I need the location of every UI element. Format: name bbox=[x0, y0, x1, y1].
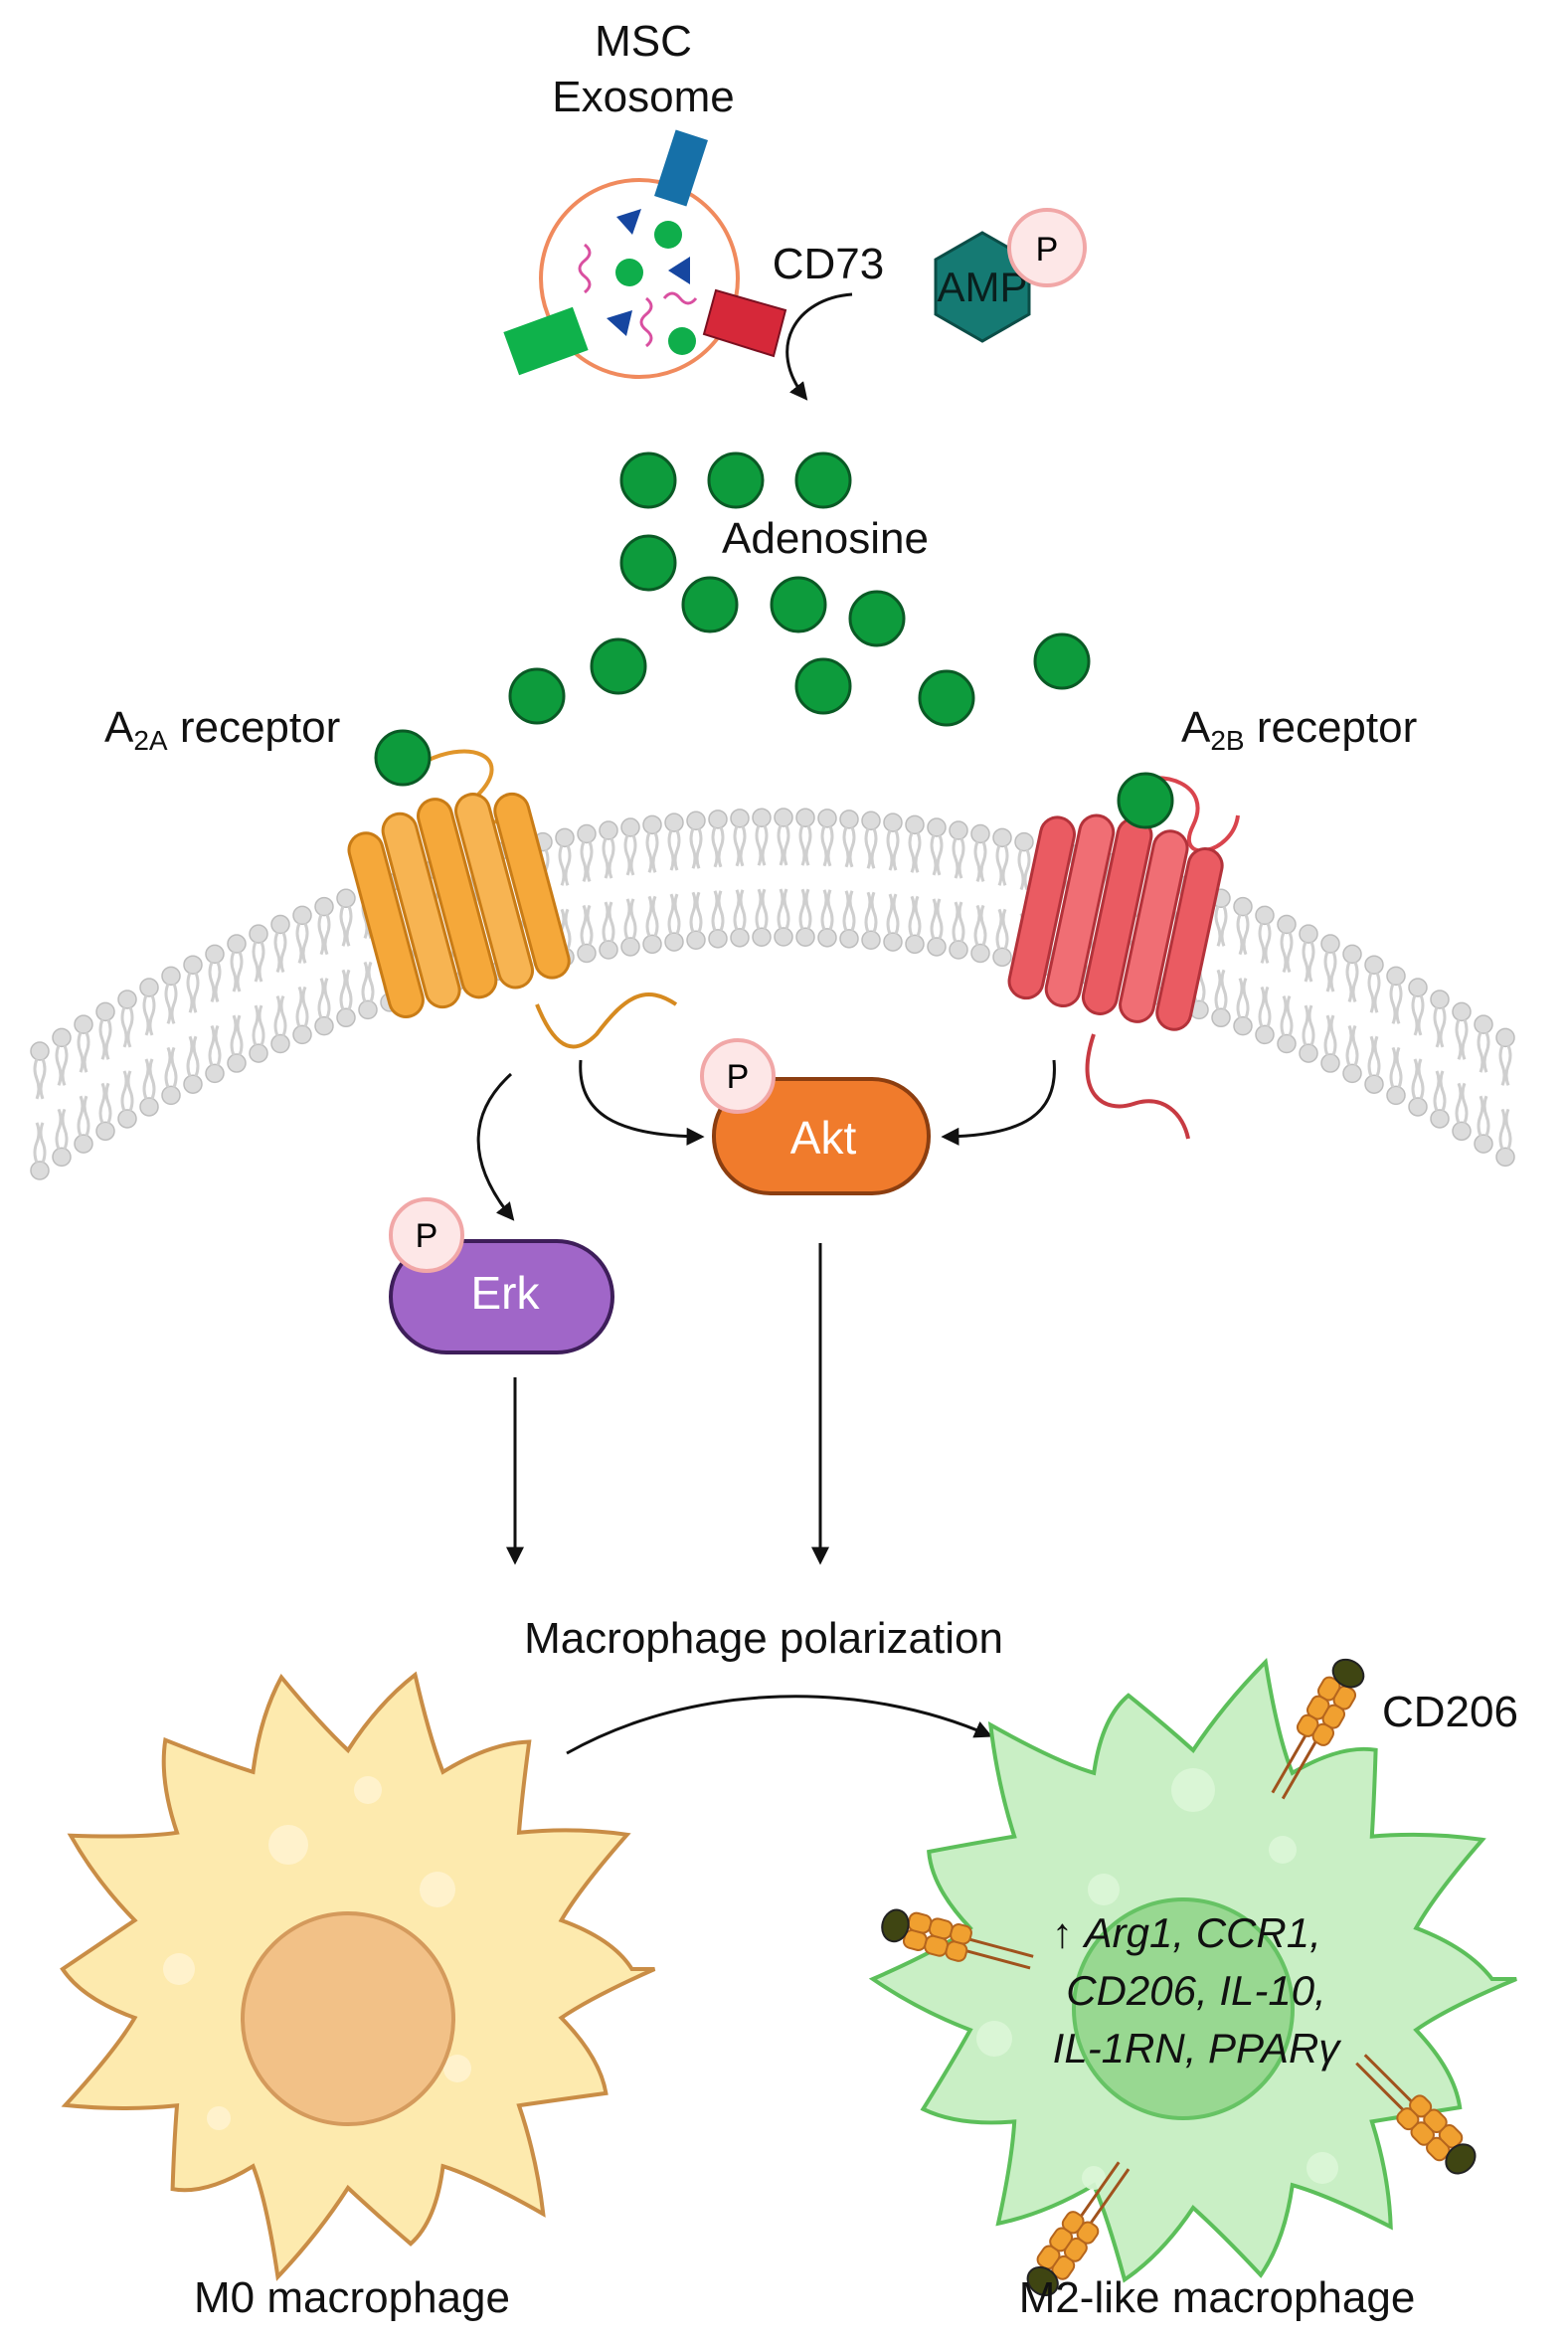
m2-nucleus bbox=[1072, 1897, 1295, 2120]
exosome-cargo-circle bbox=[668, 327, 696, 355]
a2b-to-akt-arrow bbox=[941, 1059, 1056, 1146]
m0-macrophage bbox=[60, 1671, 656, 2281]
msc-label: MSC bbox=[595, 17, 692, 66]
cd206-label: CD206 bbox=[1382, 1688, 1518, 1736]
exosome-cargo-circle bbox=[654, 221, 682, 249]
adenosine-dot bbox=[619, 534, 677, 592]
exosome-cargo-rna bbox=[578, 243, 592, 294]
exosome-label: Exosome bbox=[552, 73, 734, 121]
cd73-label: CD73 bbox=[773, 240, 885, 288]
akt-phosphate-label: P bbox=[727, 1058, 750, 1096]
upregulated-genes-line1: ↑ Arg1, CCR1, bbox=[1052, 1909, 1321, 1956]
adenosine-dot bbox=[681, 576, 739, 633]
amp-phosphate-label: P bbox=[1036, 231, 1059, 269]
adenosine-label: Adenosine bbox=[722, 514, 929, 563]
exosome-cargo-rna bbox=[639, 296, 653, 348]
adenosine-dot bbox=[619, 451, 677, 509]
adenosine-dot bbox=[794, 451, 852, 509]
adenosine-dot bbox=[918, 669, 975, 727]
a2a-to-akt-arrow bbox=[579, 1059, 705, 1146]
erk-kinase: Erk P bbox=[389, 1197, 614, 1354]
erk-phosphate-label: P bbox=[416, 1217, 438, 1255]
msc-exosome bbox=[503, 129, 787, 379]
exosome-cargo-rna bbox=[662, 291, 698, 305]
m0-nucleus bbox=[241, 1911, 455, 2126]
cd73-conversion-arrow bbox=[785, 292, 853, 401]
adenosine-dot bbox=[508, 667, 566, 725]
exosome-surface-protein-green bbox=[503, 306, 589, 376]
m0-to-m2-arrow bbox=[566, 1695, 993, 1755]
macrophage-polarization-label: Macrophage polarization bbox=[524, 1614, 1003, 1663]
amp-molecule: AMP P bbox=[934, 208, 1087, 343]
m2-macrophage bbox=[868, 1657, 1517, 2283]
exosome-cargo-triangle bbox=[607, 310, 632, 336]
adenosine-dot bbox=[1033, 632, 1091, 690]
amp-label: AMP bbox=[937, 264, 1027, 310]
akt-label: Akt bbox=[790, 1112, 857, 1164]
a2b-bound-adenosine bbox=[1117, 772, 1174, 829]
a2a-to-erk-arrow bbox=[476, 1072, 515, 1221]
upregulated-genes-line2: CD206, IL-10, bbox=[1066, 1967, 1325, 2014]
akt-phosphate bbox=[700, 1038, 776, 1114]
adenosine-dot bbox=[848, 590, 906, 647]
upregulated-genes-line3: IL-1RN, PPARγ bbox=[1053, 2025, 1342, 2071]
cd73-enzyme bbox=[702, 288, 787, 358]
adenosine-dot bbox=[590, 637, 647, 695]
a2a-receptor-label: A2A receptor bbox=[104, 703, 340, 756]
adenosine-molecules bbox=[508, 451, 1091, 727]
adenosine-dot bbox=[770, 576, 827, 633]
exosome-cargo-triangle bbox=[616, 209, 641, 235]
adenosine-dot bbox=[794, 657, 852, 715]
erk-phosphate bbox=[389, 1197, 464, 1273]
exosome-cargo-circle bbox=[615, 259, 643, 286]
akt-kinase: Akt P bbox=[700, 1038, 931, 1195]
m2-macrophage-label: M2-like macrophage bbox=[1019, 2273, 1416, 2322]
a2a-bound-adenosine bbox=[374, 729, 432, 787]
a2b-receptor-label: A2B receptor bbox=[1181, 703, 1417, 756]
adenosine-dot bbox=[707, 451, 765, 509]
exosome-surface-protein-blue bbox=[654, 129, 708, 207]
amp-phosphate bbox=[1007, 208, 1087, 287]
m0-macrophage-label: M0 macrophage bbox=[194, 2273, 510, 2322]
erk-label: Erk bbox=[471, 1267, 541, 1319]
a2b-receptor bbox=[1007, 772, 1240, 1140]
a2a-receptor bbox=[347, 729, 678, 1049]
exosome-cargo-triangle bbox=[668, 257, 690, 284]
